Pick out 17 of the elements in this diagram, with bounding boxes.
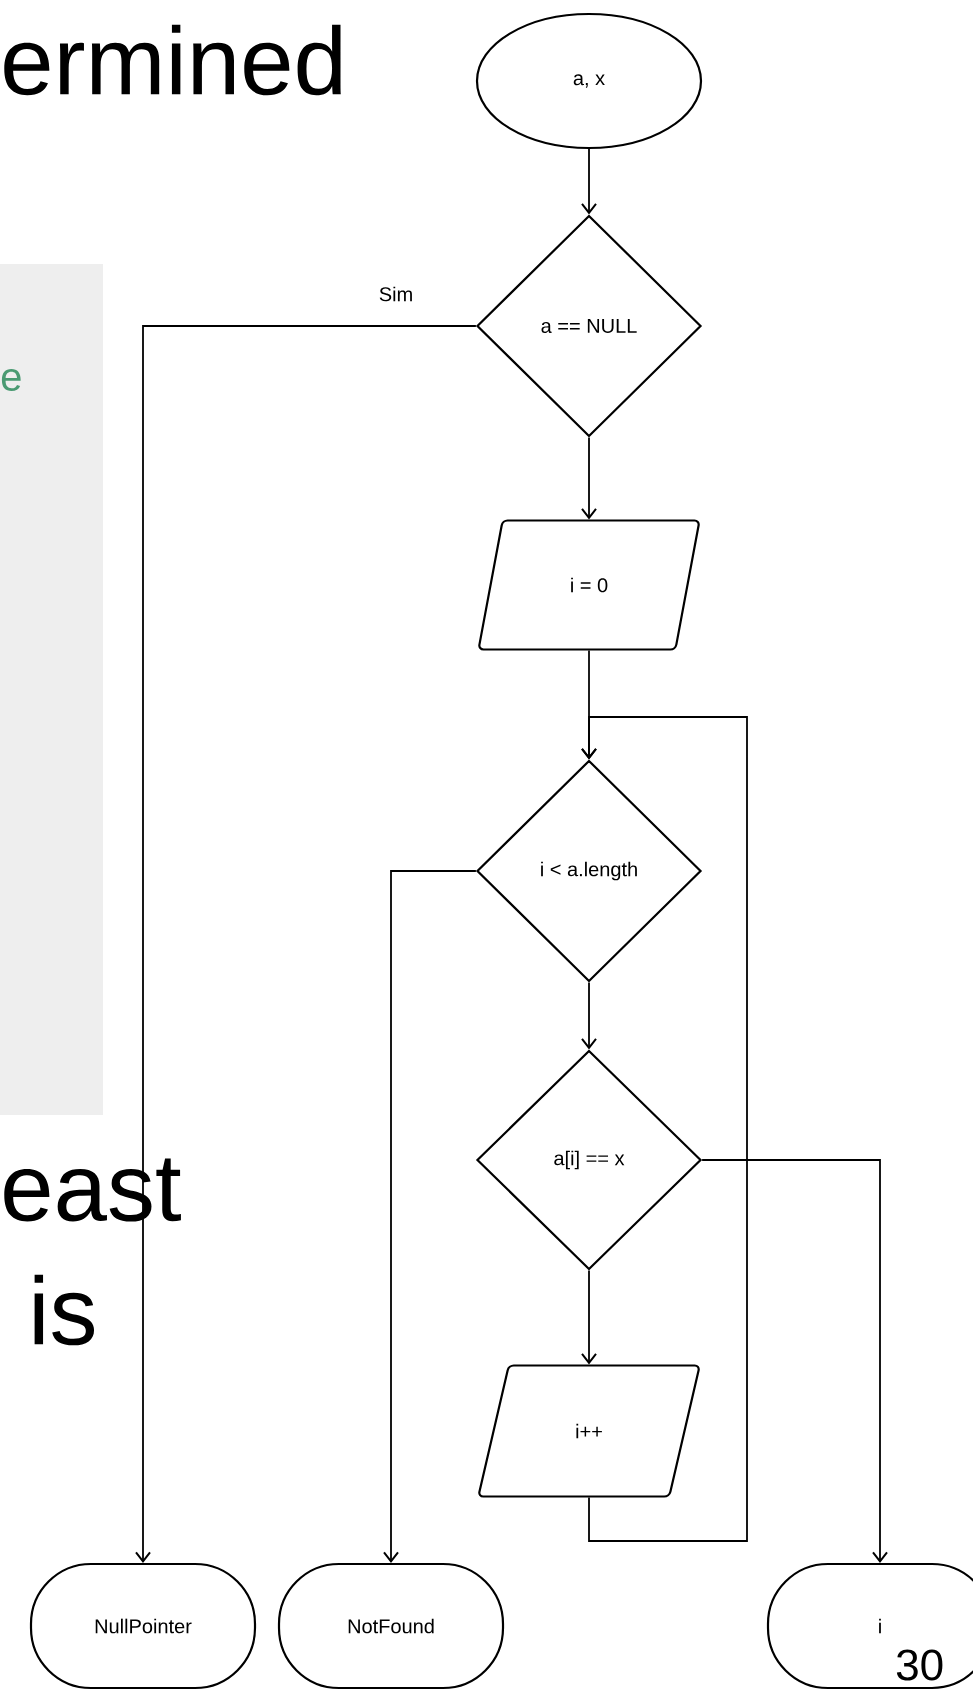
slide-text: e (1, 369, 21, 391)
arrow (135, 325, 477, 1563)
slide-number: 30 (896, 1649, 943, 1681)
process-parallelogram: i = 0 (478, 519, 700, 651)
arrow (701, 1159, 888, 1563)
edge-label: Sim (376, 284, 416, 304)
arrow (581, 716, 748, 1542)
terminal-box: NotFound (277, 1562, 505, 1690)
arrow (581, 148, 597, 215)
arrow (581, 1269, 597, 1365)
slide-text: is (34, 1274, 95, 1346)
process-parallelogram: i++ (478, 1364, 700, 1498)
arrow (383, 870, 477, 1563)
arrow (581, 981, 597, 1050)
heading-text: ermined (4, 24, 341, 96)
arrow (581, 436, 597, 520)
terminal-box: NullPointer (29, 1562, 257, 1690)
